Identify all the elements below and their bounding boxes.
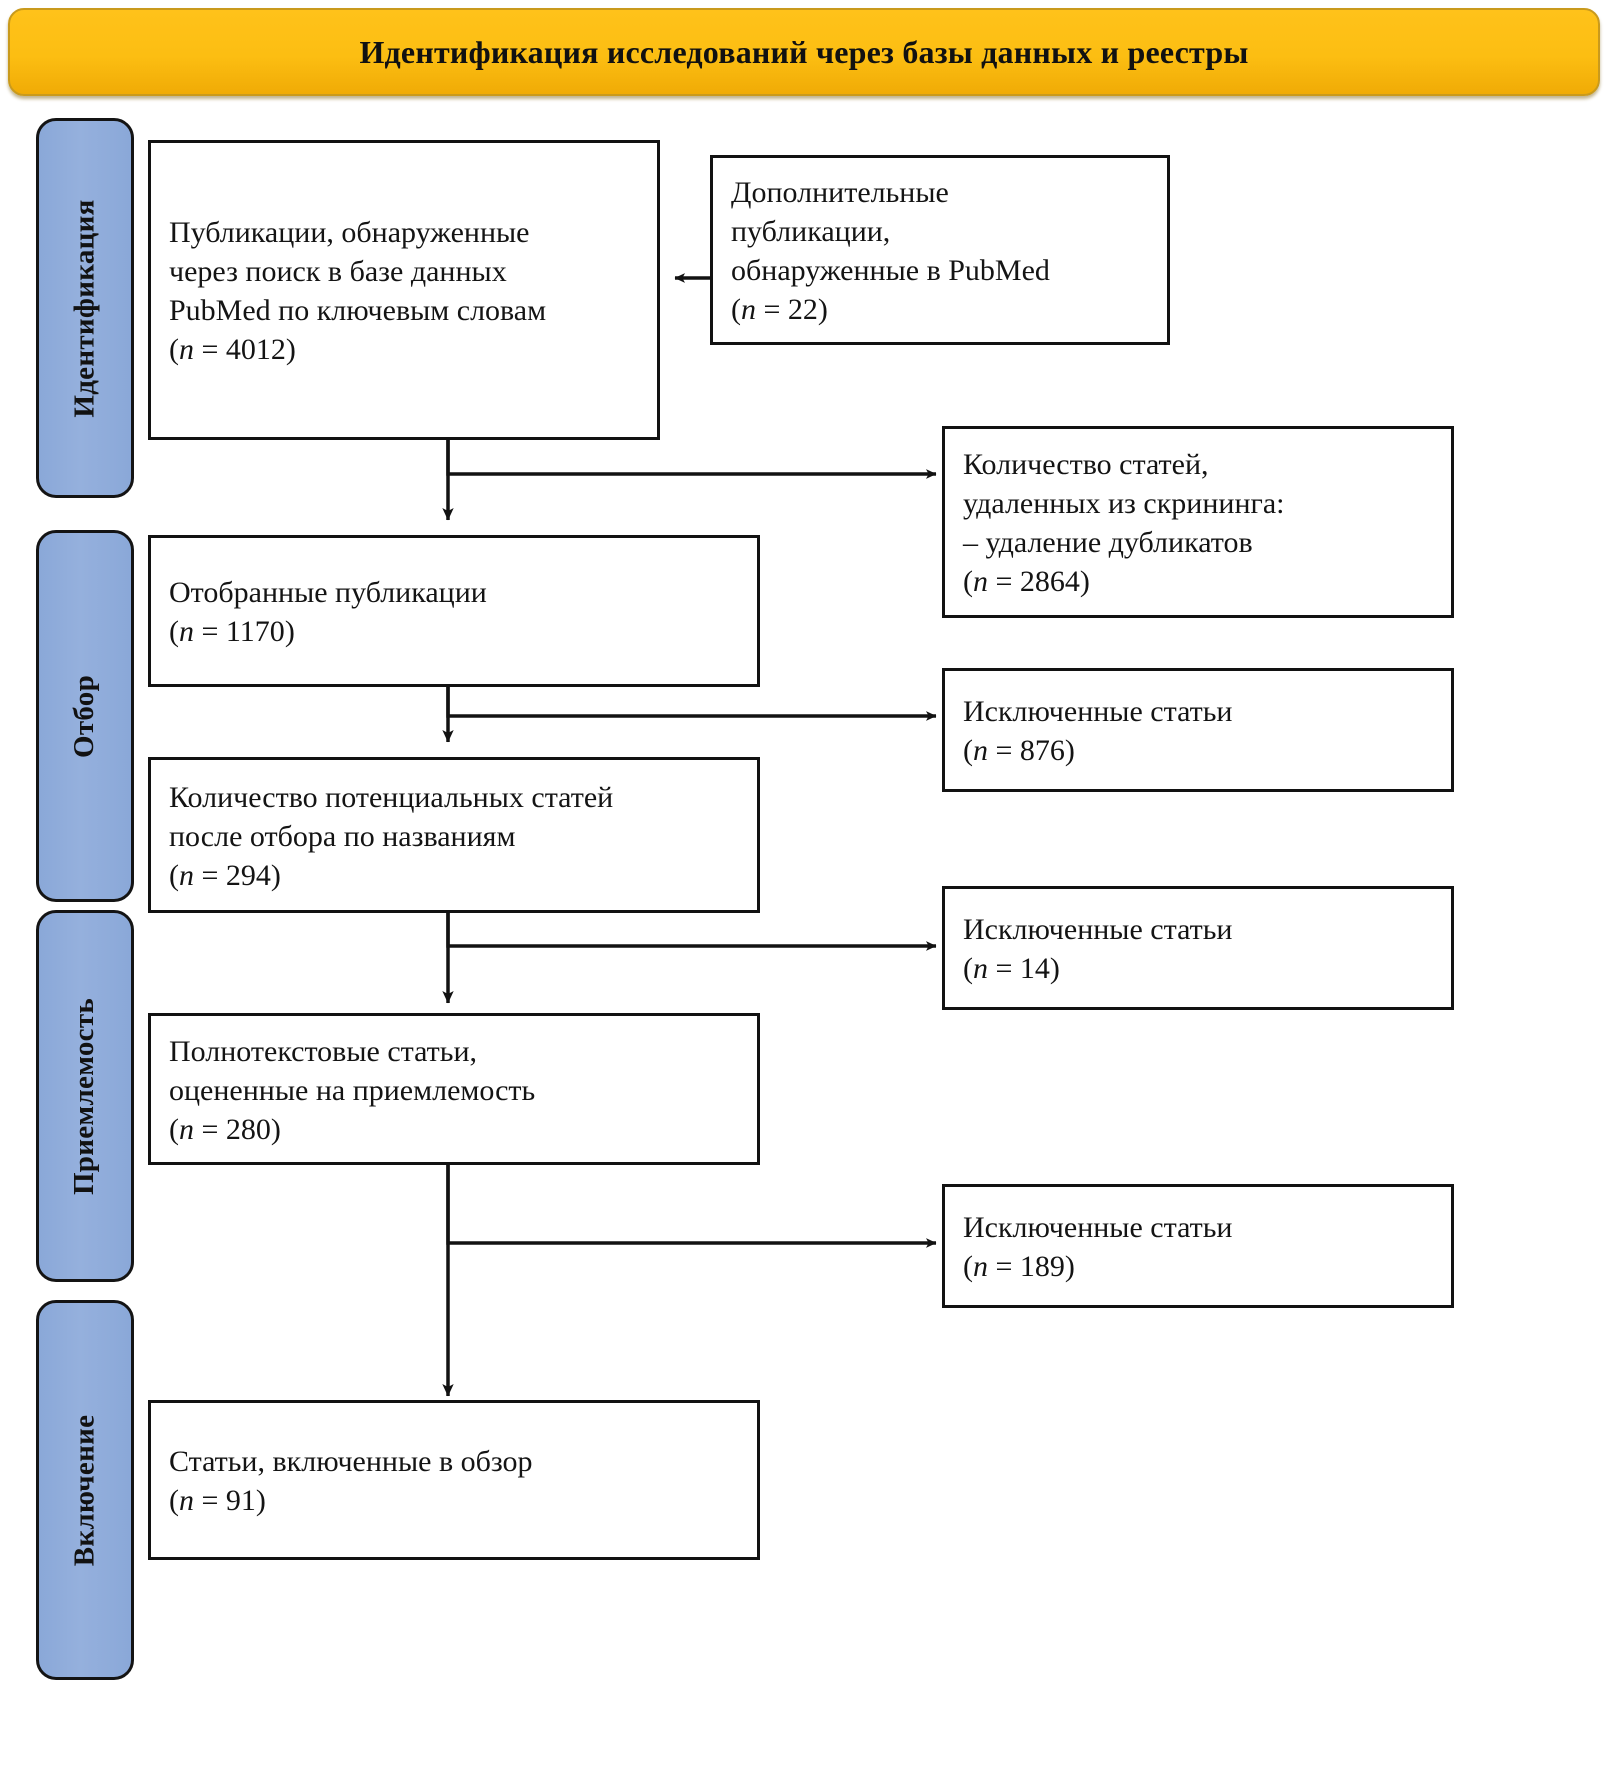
edge-fulltext-to-excluded-189 (446, 1165, 937, 1248)
node-line: – удаление дубликатов (963, 526, 1253, 559)
edge-after-title-to-excluded-14 (446, 913, 937, 951)
node-line: Публикации, обнаруженные (169, 216, 530, 249)
node-line: обнаруженные в PubMed (731, 254, 1050, 287)
node-excluded-after-titles: Исключенные статьи (n = 14) (942, 886, 1454, 1010)
stage-label-screening: Отбор (68, 674, 101, 758)
page-title: Идентификация исследований через базы да… (359, 33, 1249, 70)
node-count: (n = 1170) (169, 615, 295, 648)
node-line: Статьи, включенные в обзор (169, 1445, 533, 1478)
stage-rail-screening: Отбор (36, 530, 134, 902)
node-line: Полнотекстовые статьи, (169, 1034, 477, 1068)
node-count: (n = 91) (169, 1484, 266, 1517)
node-line: удаленных из скрининга: (963, 487, 1285, 520)
stage-rail-identification: Идентификация (36, 118, 134, 498)
node-records-removed: Количество статей, удаленных из скрининг… (942, 426, 1454, 618)
node-line: PubMed по ключевым словам (169, 294, 547, 327)
node-line: Количество статей, (963, 448, 1209, 481)
stage-label-identification: Идентификация (68, 198, 101, 418)
node-line: Исключенные статьи (963, 1211, 1233, 1244)
node-count: (n = 14) (963, 952, 1060, 985)
node-studies-included: Статьи, включенные в обзор (n = 91) (148, 1400, 760, 1560)
node-line: Отобранные публикации (169, 576, 487, 609)
stage-label-eligibility: Приемлемость (68, 997, 101, 1195)
node-count: (n = 22) (731, 293, 828, 326)
node-line: Исключенные статьи (963, 913, 1233, 946)
node-line: Исключенные статьи (963, 695, 1233, 728)
node-additional-records: Дополнительные публикации, обнаруженные … (710, 155, 1170, 345)
node-records-screened: Отобранные публикации (n = 1170) (148, 535, 760, 687)
edge-screened-to-excluded-876 (446, 687, 937, 721)
node-line: публикации, (731, 215, 891, 248)
node-line: Количество потенциальных статей (169, 780, 614, 814)
stage-label-included: Включение (68, 1414, 101, 1566)
node-records-identified: Публикации, обнаруженные через поиск в б… (148, 140, 660, 440)
edge-identified-to-removed (446, 438, 937, 479)
node-records-after-title-screening: Количество потенциальных статей после от… (148, 757, 760, 913)
node-count: (n = 280) (169, 1112, 281, 1146)
node-count: (n = 189) (963, 1250, 1075, 1283)
node-excluded-after-fulltext: Исключенные статьи (n = 189) (942, 1184, 1454, 1308)
diagram-header-banner: Идентификация исследований через базы да… (8, 8, 1600, 96)
node-line: после отбора по названиям (169, 819, 516, 853)
node-count: (n = 294) (169, 858, 281, 892)
stage-rail-included: Включение (36, 1300, 134, 1680)
node-line: через поиск в базе данных (169, 255, 507, 288)
node-count: (n = 4012) (169, 333, 296, 366)
node-line: Дополнительные (731, 176, 949, 209)
node-count: (n = 2864) (963, 565, 1090, 598)
node-excluded-after-screening: Исключенные статьи (n = 876) (942, 668, 1454, 792)
node-fulltext-assessed: Полнотекстовые статьи, оцененные на прие… (148, 1013, 760, 1165)
stage-rail-eligibility: Приемлемость (36, 910, 134, 1282)
node-count: (n = 876) (963, 734, 1075, 767)
node-line: оцененные на приемлемость (169, 1073, 536, 1107)
